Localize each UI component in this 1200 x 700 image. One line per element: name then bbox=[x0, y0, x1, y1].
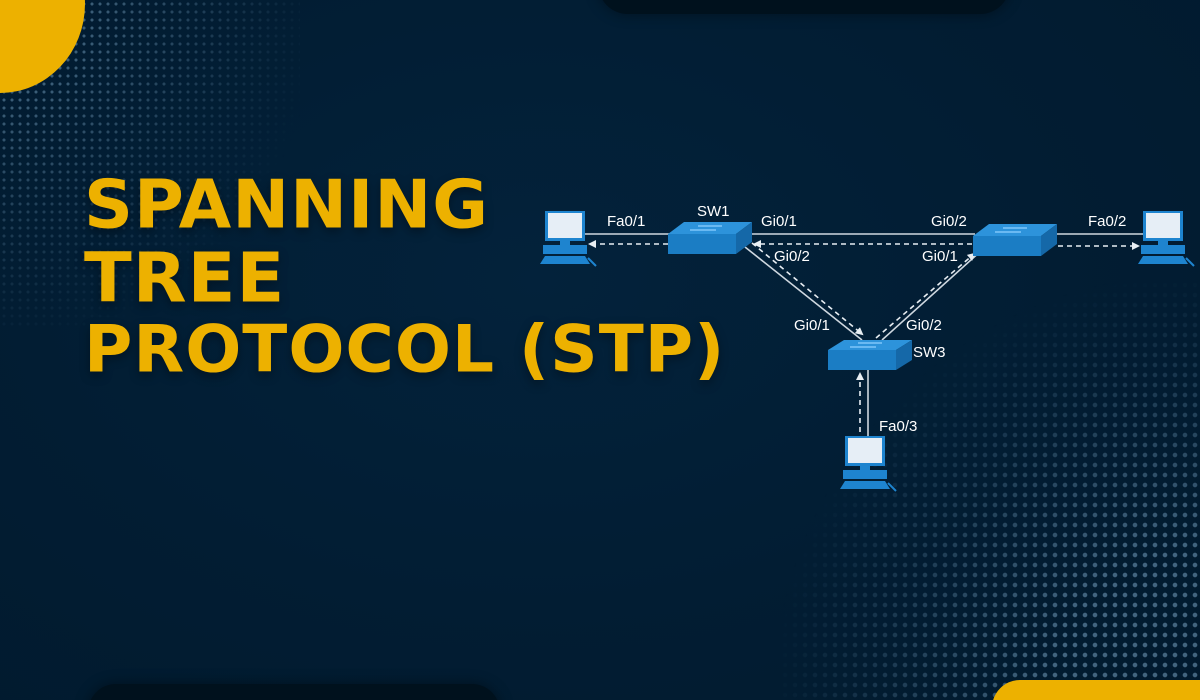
port-label-sw2-gi0-2: Gi0/2 bbox=[931, 213, 967, 230]
switch-sw3-icon bbox=[828, 340, 912, 370]
title-line-3: PROTOCOL (STP) bbox=[84, 311, 726, 388]
port-label-sw2-gi0-1: Gi0/1 bbox=[922, 248, 958, 265]
computer-pc2-icon bbox=[1138, 211, 1195, 267]
decorative-dark-pill-top bbox=[598, 0, 1010, 14]
title-line-2: TREE bbox=[84, 237, 286, 319]
link-sw1-sw3 bbox=[744, 246, 863, 341]
switch-label-sw3: SW3 bbox=[913, 344, 946, 361]
arrow-sw1-to-sw3 bbox=[751, 242, 864, 336]
arrow-sw3-to-sw2 bbox=[875, 252, 976, 339]
decorative-yellow-pill-bottom-right bbox=[992, 680, 1200, 700]
bpdu-flow-arrows bbox=[588, 240, 1140, 432]
computer-pc3-icon bbox=[840, 436, 897, 492]
port-label-fa0-2: Fa0/2 bbox=[1088, 213, 1127, 230]
title-line-1: SPANNING bbox=[84, 166, 490, 245]
page-title: SPANNING TREE PROTOCOL (STP) bbox=[84, 170, 725, 386]
physical-links bbox=[585, 233, 1145, 438]
port-label-sw1-gi0-1: Gi0/1 bbox=[761, 213, 797, 230]
port-label-sw1-gi0-2: Gi0/2 bbox=[774, 248, 810, 265]
switch-sw1-icon bbox=[668, 222, 752, 254]
decorative-dark-pill-bottom bbox=[88, 684, 500, 700]
switch-sw2-icon bbox=[973, 224, 1057, 256]
switch-label-sw1: SW1 bbox=[697, 203, 730, 220]
port-label-fa0-3: Fa0/3 bbox=[879, 418, 918, 435]
port-label-fa0-1: Fa0/1 bbox=[607, 213, 646, 230]
link-sw2-sw3 bbox=[881, 249, 983, 341]
computer-pc1-icon bbox=[540, 211, 597, 267]
port-label-sw3-gi0-1: Gi0/1 bbox=[794, 317, 830, 334]
port-label-sw3-gi0-2: Gi0/2 bbox=[906, 317, 942, 334]
